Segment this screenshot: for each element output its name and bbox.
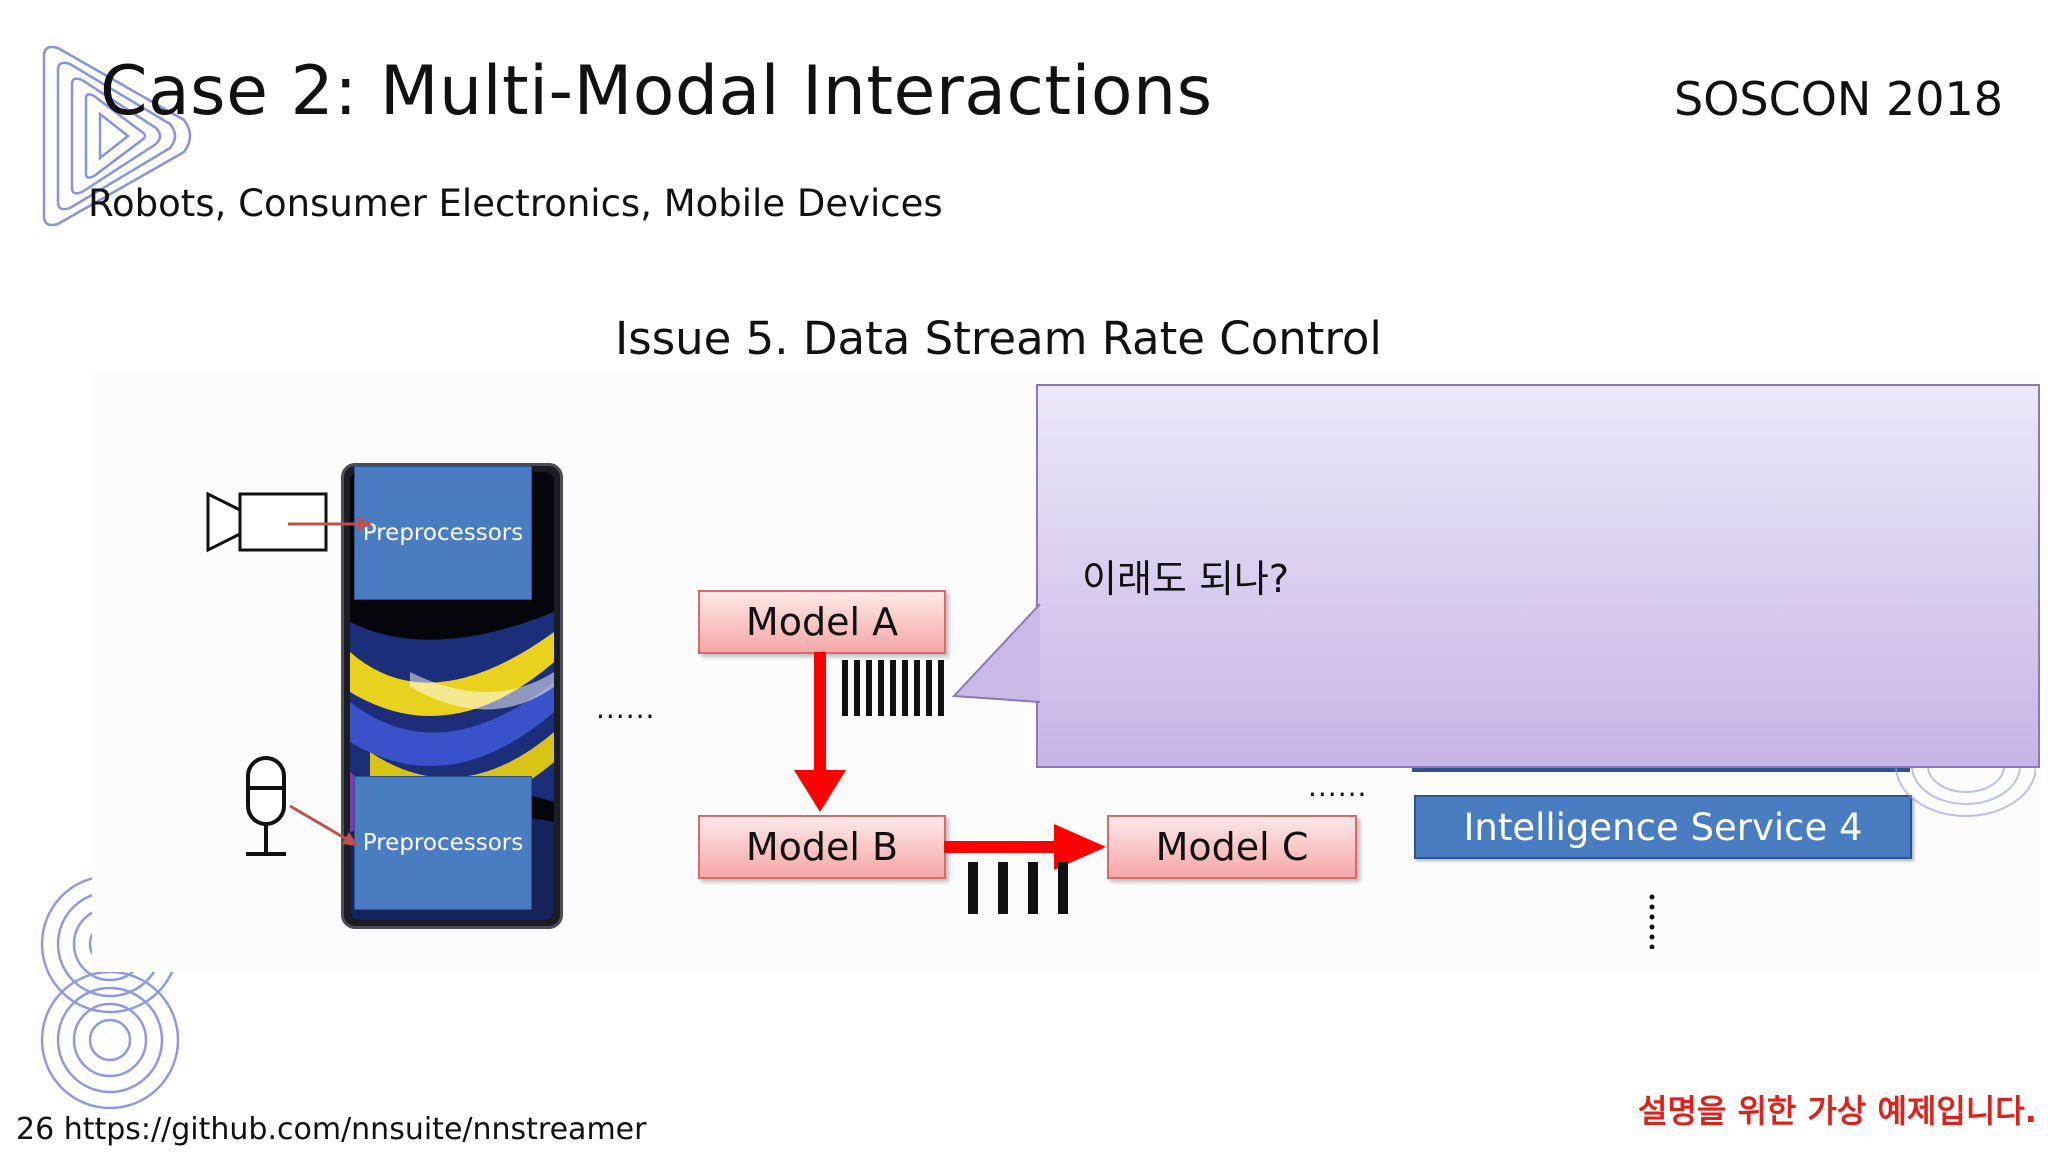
arrow-model-a-to-b [794, 652, 846, 812]
conference-label: SOSCON 2018 [1674, 72, 2004, 126]
slide-title: Case 2: Multi-Modal Interactions [100, 52, 1213, 131]
issue-title: Issue 5. Data Stream Rate Control [615, 312, 1382, 365]
callout-text: 이래도 되나? [1082, 557, 1290, 601]
vertical-ellipsis [1648, 893, 1656, 953]
model-b-box: Model B [698, 815, 946, 879]
slide-subtitle: Robots, Consumer Electronics, Mobile Dev… [88, 182, 943, 225]
buffer-queue-model-b [968, 862, 1068, 914]
camera-icon [206, 491, 328, 553]
model-a-box: Model A [698, 590, 946, 654]
buffer-queue-model-a [842, 660, 944, 716]
disclaimer-note: 설명을 위한 가상 예제입니다. [1638, 1092, 2037, 1130]
intelligence-service-4-box: Intelligence Service 4 [1414, 795, 1912, 859]
camera-connector-arrow [288, 517, 372, 531]
page-number-and-url: 26 https://github.com/nnsuite/nnstreamer [16, 1112, 647, 1147]
service-box-hidden-edge [1412, 764, 1910, 772]
preprocessor-box-top: Preprocessors [354, 466, 532, 600]
speech-callout [1036, 384, 2040, 768]
logo-triangle-decoration [42, 45, 192, 227]
microphone-connector-arrow [289, 804, 358, 846]
arrow-model-b-to-c [944, 824, 1106, 870]
ellipsis-device: ...... [596, 692, 656, 725]
speech-callout-tail [951, 603, 1041, 703]
microphone-icon [246, 756, 286, 856]
ellipsis-services: ...... [1308, 770, 1368, 803]
preprocessor-box-bottom: Preprocessors [354, 776, 532, 910]
model-c-box: Model C [1107, 815, 1357, 879]
